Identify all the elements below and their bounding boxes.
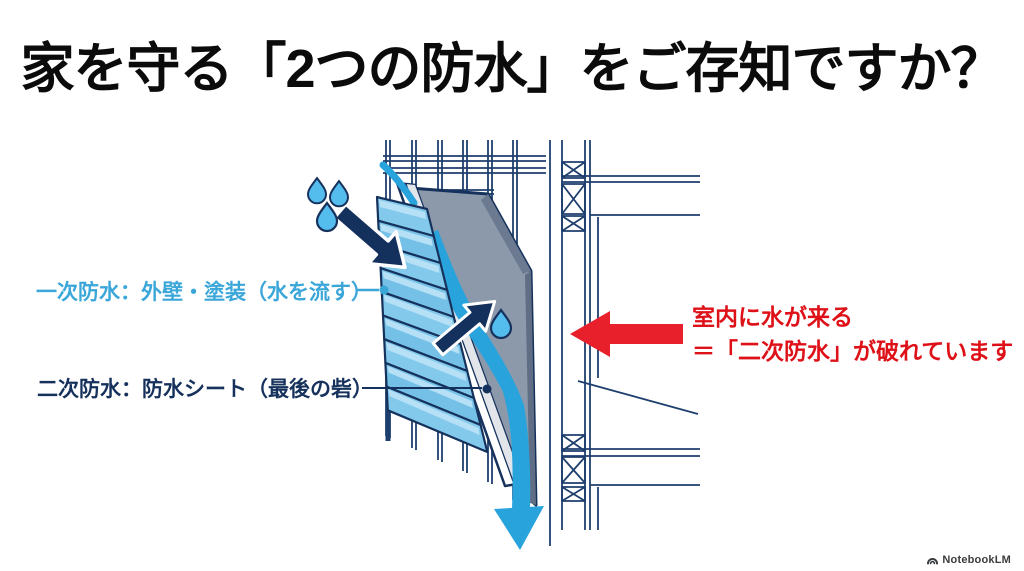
siding-panels	[375, 195, 489, 454]
primary-leader-dot	[379, 285, 389, 295]
primary-waterproofing-label: 一次防水：外壁・塗装（水を流す）	[36, 281, 372, 304]
water-entry-streak	[379, 161, 418, 207]
secondary-leader-dot	[482, 384, 492, 394]
page-title: 家を守る「2つの防水」をご存知ですか？	[20, 39, 1004, 99]
secondary-waterproofing-label: 二次防水：防水シート（最後の砦）	[37, 378, 373, 401]
warning-line-1: 室内に水が来る	[692, 304, 853, 330]
watermark: NotebookLM	[926, 554, 1011, 566]
water-flow-stream	[425, 230, 544, 550]
rain-impact-arrow-icon	[332, 202, 407, 270]
warning-line-2: ＝「二次防水」が破れています	[692, 338, 1014, 364]
primary-leader-line	[357, 285, 389, 295]
secondary-leader-line	[362, 384, 492, 394]
penetration-arrow-icon	[431, 299, 497, 357]
red-warning-arrow-icon	[570, 311, 683, 357]
watermark-text: NotebookLM	[942, 554, 1011, 566]
indoor-leak-warning: 室内に水が来る ＝「二次防水」が破れています	[692, 300, 1013, 368]
water-exit-arrow-icon	[494, 506, 544, 550]
notebooklm-logo-icon	[927, 558, 939, 565]
